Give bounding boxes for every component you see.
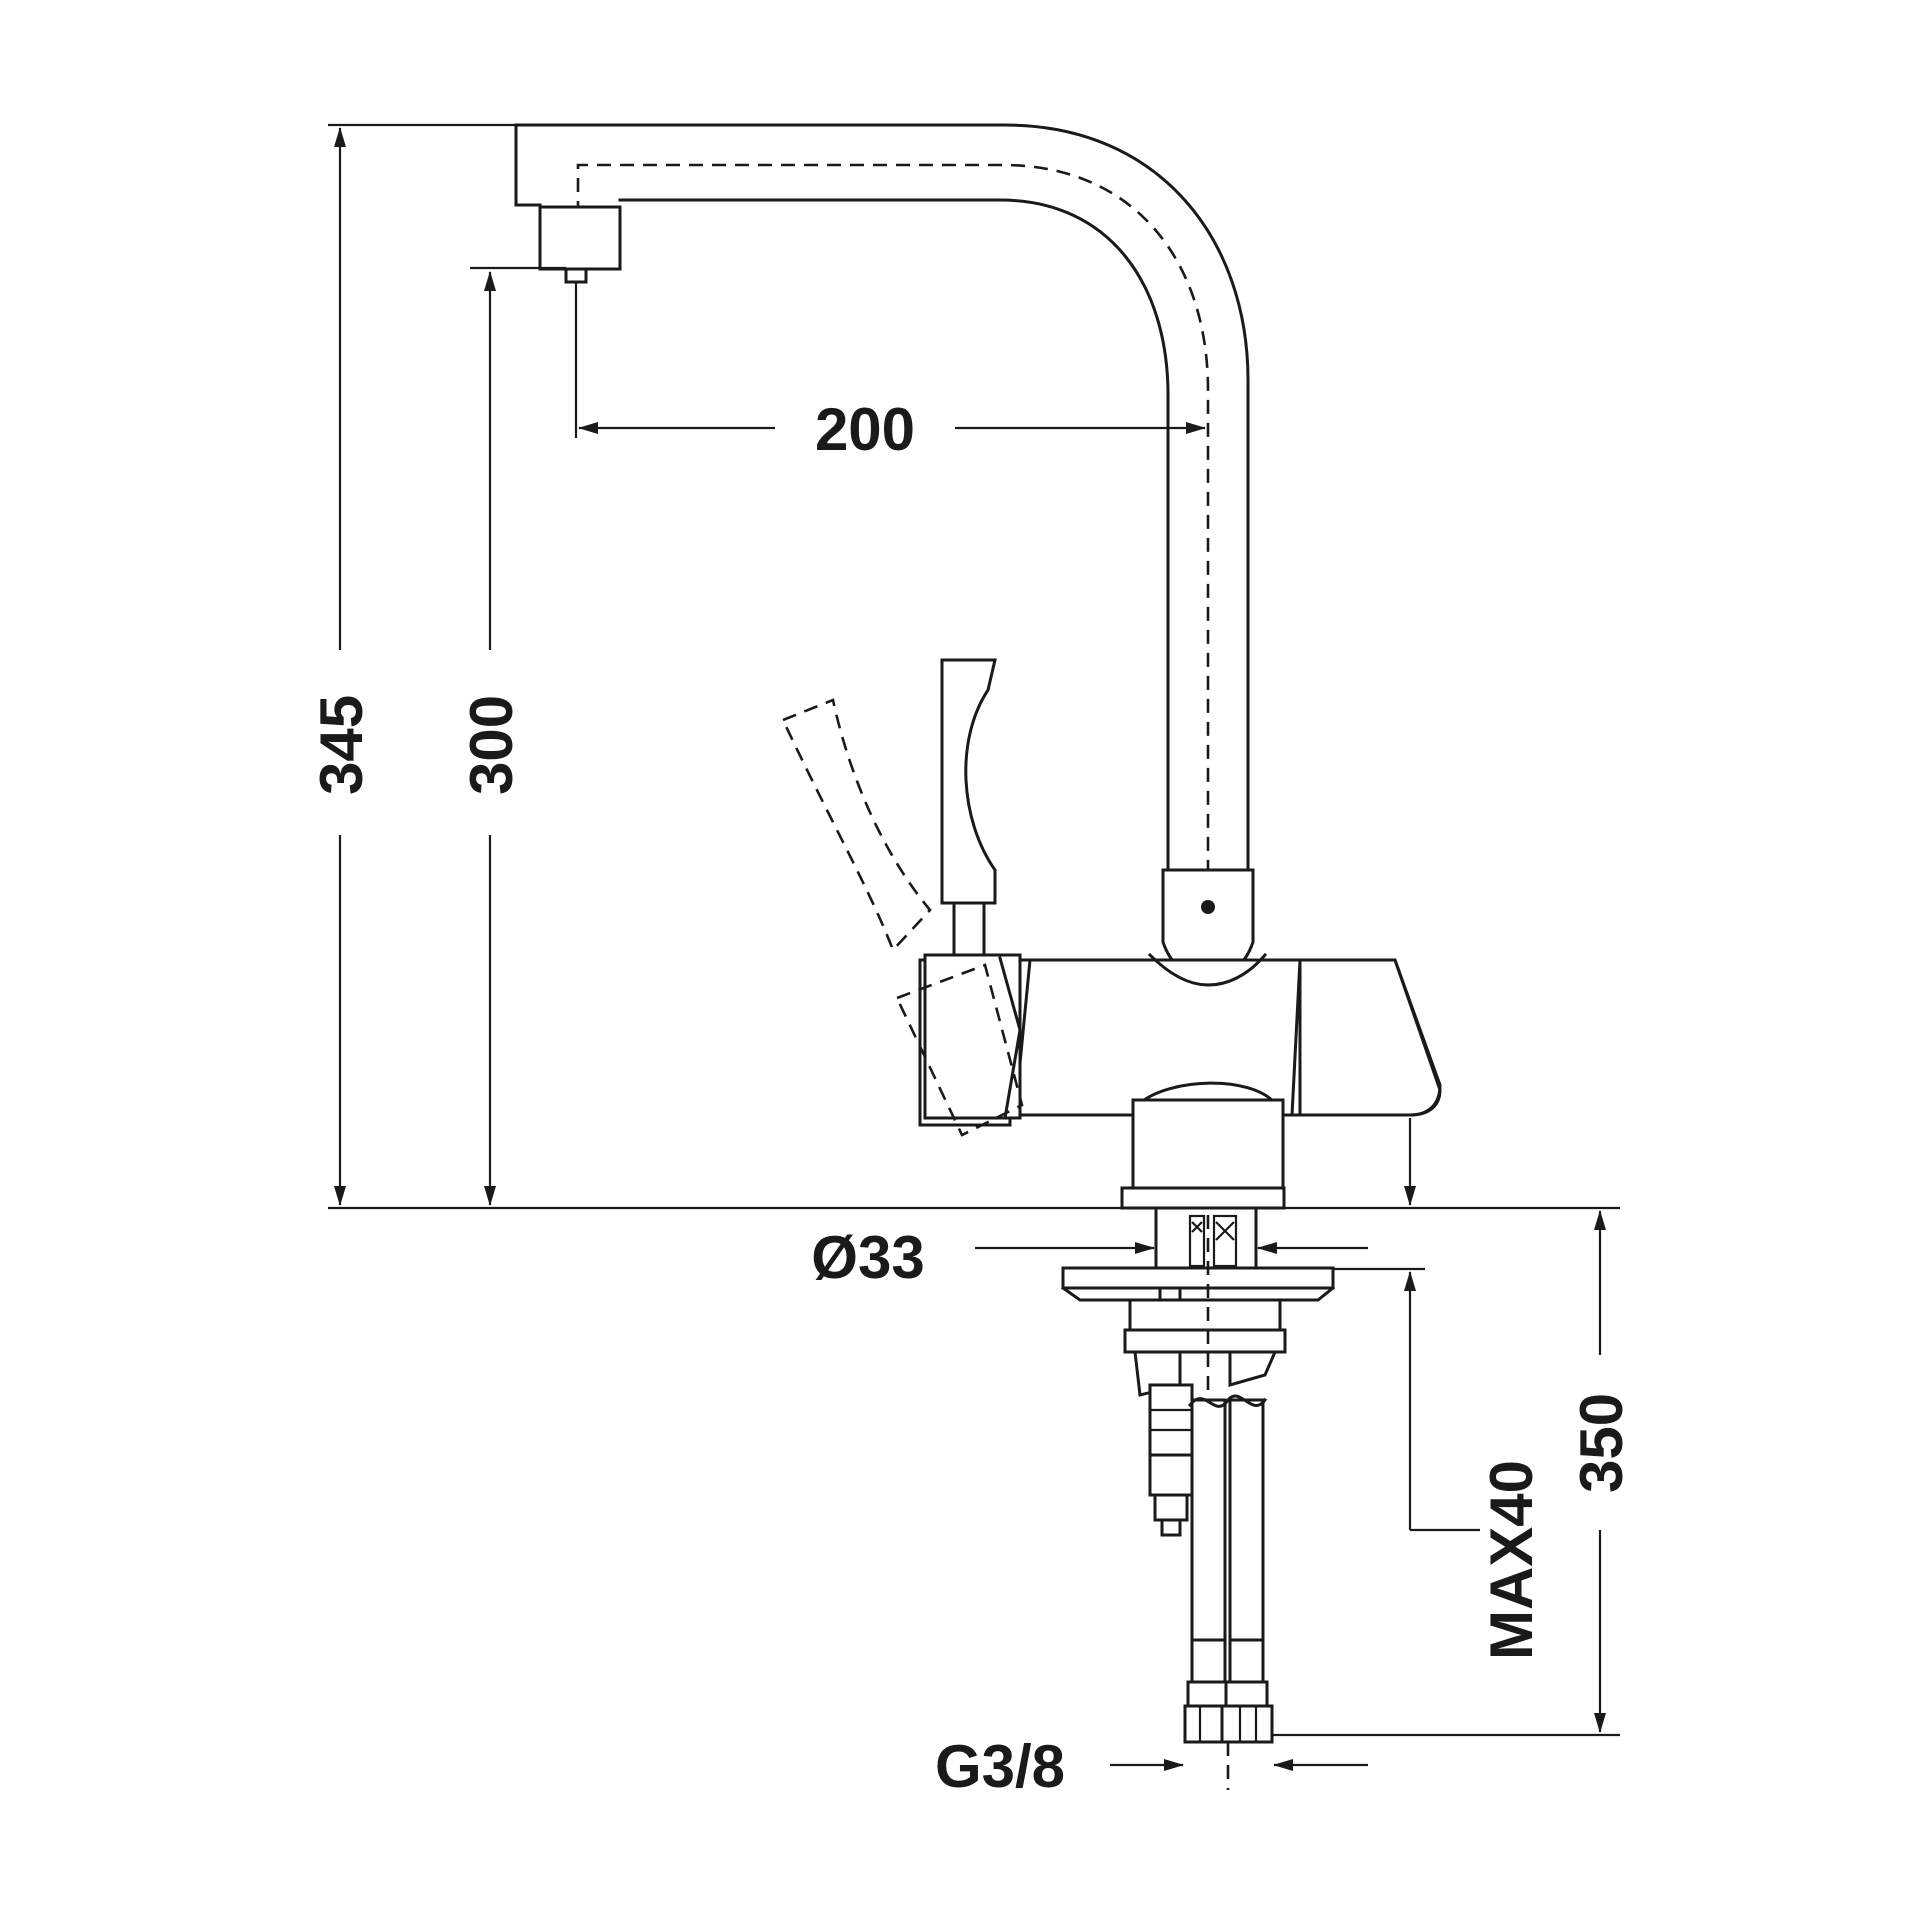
aerator-tip [564,267,588,284]
lever-block-bevel [998,956,1022,1120]
spout-centerline [576,163,1210,870]
dimension-lines [328,123,1620,1771]
spout-end [514,123,542,207]
label-shank-diameter: Ø33 [811,1224,924,1291]
spout-inner-contour [618,198,1170,872]
lever-handle [940,658,997,905]
clamp-nut-upper [1128,1298,1282,1332]
hose-nut-right [1220,1704,1274,1744]
lever-stem [952,901,986,957]
label-hose-length: 350 [1568,1393,1635,1493]
collar-screw [1201,900,1215,914]
base-column [1131,1098,1285,1190]
spout-outer-contour [514,123,1250,872]
aerator [538,205,622,271]
mounting-plate [1061,1266,1335,1290]
base-blend [1137,1081,1278,1106]
label-total-height: 345 [308,695,375,795]
label-counter-thickness: MAX40 [1478,1460,1545,1660]
body-right-cap [1290,958,1442,1117]
base-flange [1120,1186,1286,1210]
dimension-labels: 345 300 200 Ø33 MAX40 350 G3/8 [308,396,1635,1800]
lever-alt-position [781,698,932,953]
lever-alt-block [895,963,1024,1137]
fixing-rod [1148,1383,1194,1457]
clamp-nut [1123,1328,1287,1354]
collar-blend [1147,952,1268,987]
label-connection-thread: G3/8 [935,1733,1065,1800]
body-joint-right [1290,958,1302,1117]
faucet-outline [514,123,1442,1790]
label-spout-reach: 200 [815,396,915,463]
flexible-hoses [1183,1394,1274,1744]
label-spout-height: 300 [458,695,525,795]
